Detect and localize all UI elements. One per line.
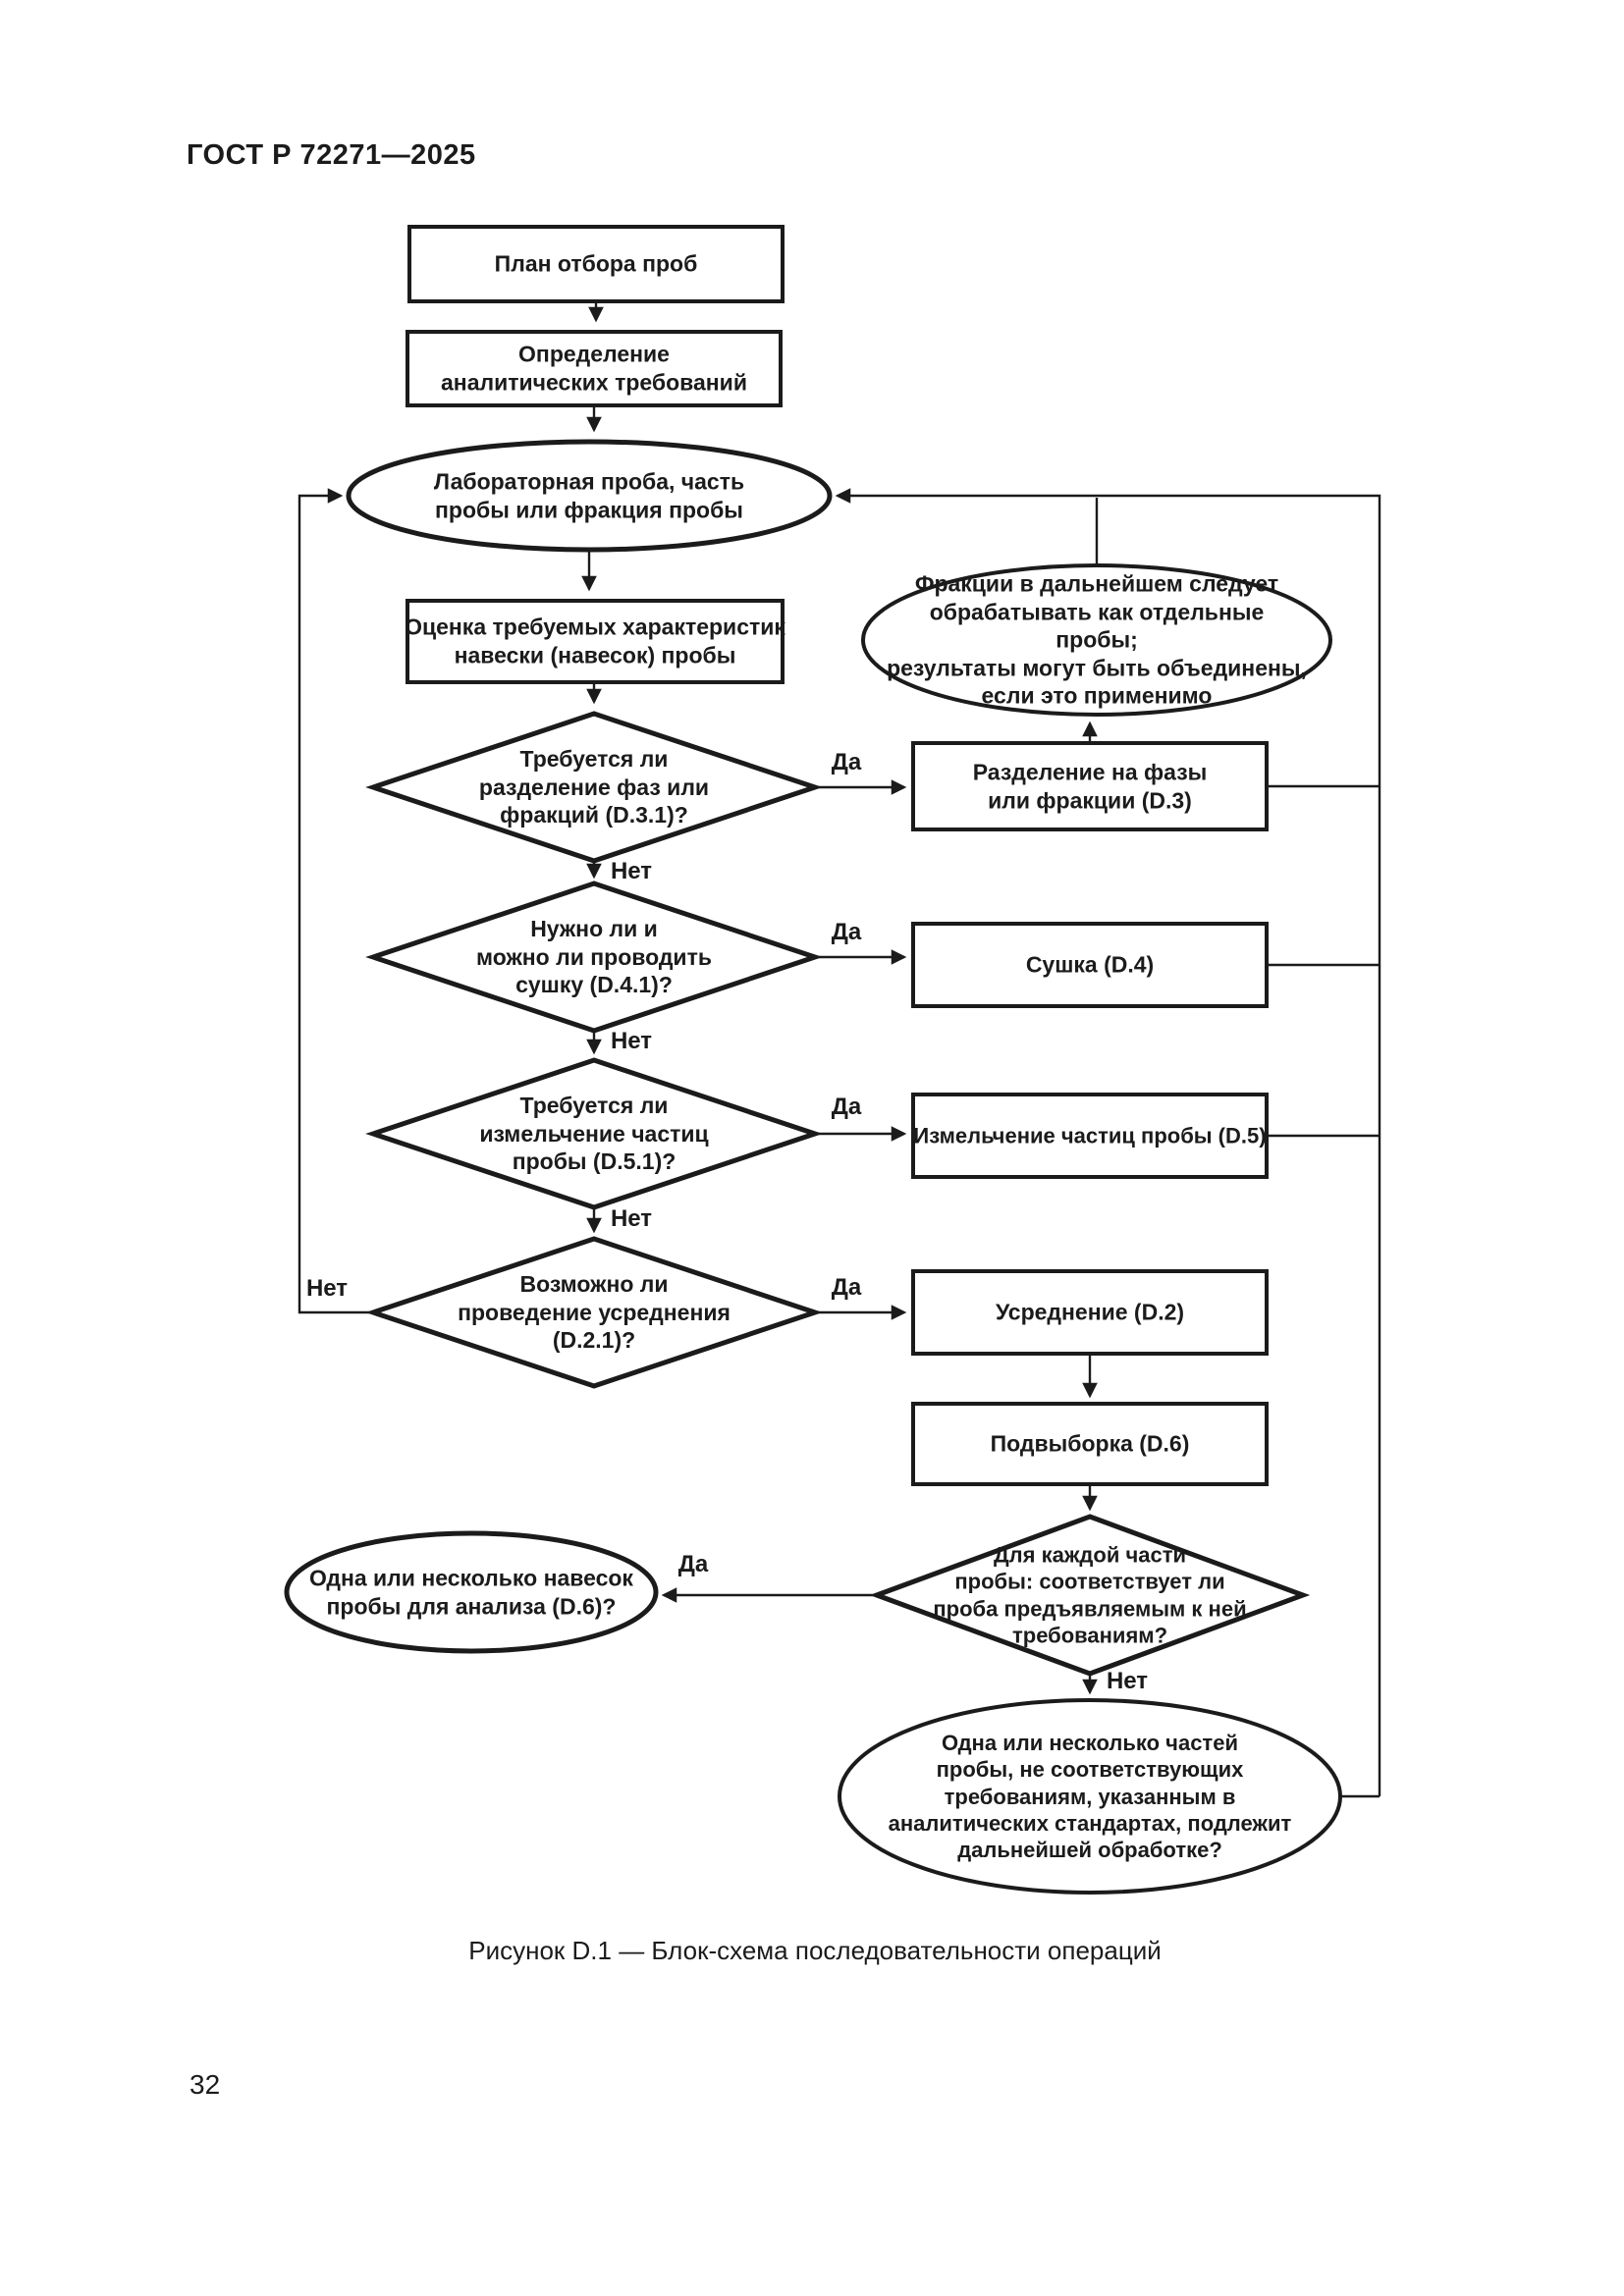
node-q-conformity-shape: [869, 1514, 1311, 1677]
label-yes-qconformity: Да: [677, 1551, 709, 1577]
flow-shapes: [284, 225, 1342, 1895]
node-q-grinding-label: Требуется ли измельчение частиц пробы (D…: [479, 1093, 709, 1175]
label-yes-qdrying: Да: [831, 919, 862, 945]
feedback-rail-right: [835, 488, 1381, 1796]
node-define-shape: [406, 330, 783, 407]
label-no-qaveraging: Нет: [305, 1275, 349, 1302]
node-q-averaging-shape: [365, 1236, 823, 1389]
label-no-qconformity: Нет: [1106, 1668, 1149, 1694]
label-no-qdrying: Нет: [610, 1028, 653, 1054]
label-yes-qphase: Да: [831, 749, 862, 775]
node-subsampling-shape: [911, 1402, 1269, 1486]
label-no-qphase: Нет: [610, 858, 653, 884]
node-define-label: Определение аналитических требований: [441, 341, 747, 395]
node-q-drying-label: Нужно ли и можно ли проводить сушку (D.4…: [476, 916, 712, 998]
node-nonconforming-label: Одна или несколько частей пробы, не соот…: [888, 1730, 1292, 1862]
label-no-qgrinding: Нет: [610, 1205, 653, 1232]
node-q-phase-shape: [365, 711, 823, 864]
node-grinding-label: Измельчение частиц пробы (D.5): [913, 1123, 1267, 1148]
node-lab-sample-label: Лабораторная проба, часть пробы или фрак…: [433, 468, 745, 522]
document-header: ГОСТ Р 72271—2025: [187, 139, 476, 171]
label-yes-qaveraging: Да: [831, 1274, 862, 1301]
node-plan-label: План отбора проб: [494, 250, 698, 277]
node-plan-shape: [407, 225, 785, 303]
node-test-portions-label: Одна или несколько навесок пробы для ана…: [309, 1565, 633, 1619]
feedback-rail-left: [298, 488, 373, 1314]
node-drying-shape: [911, 922, 1269, 1008]
node-phase-separation-shape: [911, 741, 1269, 831]
node-q-phase-label: Требуется ли разделение фаз или фракций …: [478, 746, 710, 828]
node-subsampling-label: Подвыборка (D.6): [990, 1430, 1190, 1457]
node-test-portions-shape: [284, 1530, 659, 1654]
node-q-drying-shape: [365, 881, 823, 1034]
node-assess-label: Оценка требуемых характеристик навески (…: [405, 614, 785, 667]
node-q-conformity-label: Для каждой части пробы: соответствует ли…: [933, 1542, 1247, 1648]
node-q-grinding-shape: [365, 1057, 823, 1210]
figure-caption: Рисунок D.1 — Блок-схема последовательно…: [468, 1936, 1162, 1965]
label-yes-qgrinding: Да: [831, 1094, 862, 1120]
node-nonconforming-shape: [838, 1698, 1342, 1895]
node-averaging-label: Усреднение (D.2): [995, 1299, 1185, 1325]
node-grinding-shape: [911, 1093, 1269, 1179]
node-fractions-note-shape: [861, 563, 1332, 717]
node-fractions-note-label: Фракции в дальнейшем следует обрабатыват…: [887, 570, 1307, 709]
node-phase-separation-label: Разделение на фазы или фракции (D.3): [972, 759, 1208, 813]
page-number: 32: [189, 2069, 221, 2100]
node-averaging-shape: [911, 1269, 1269, 1356]
node-drying-label: Сушка (D.4): [1025, 951, 1155, 978]
node-lab-sample-shape: [346, 439, 833, 553]
node-assess-shape: [406, 599, 785, 684]
node-q-averaging-label: Возможно ли проведение усреднения (D.2.1…: [458, 1271, 731, 1354]
flow-connectors: [298, 301, 1381, 1798]
